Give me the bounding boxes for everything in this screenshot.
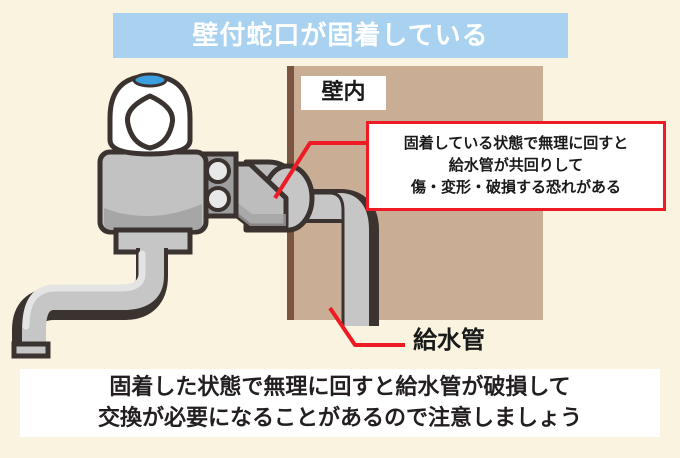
pipe-label-text: 給水管: [413, 326, 485, 354]
mounting-bolt-bottom: [205, 186, 231, 212]
faucet-body-shade: [104, 204, 202, 230]
faucet-handle-inner-teardrop: [124, 93, 176, 151]
wall-label-box: 壁内: [301, 76, 386, 110]
caption-line-1: 固着した状態で無理に回すと給水管が破損して: [109, 374, 571, 400]
spout-tip-ring: [11, 341, 51, 359]
mounting-bolt-top: [205, 158, 231, 184]
warning-callout-box: 固着している状態で無理に回すと 給水管が共回りして 傷・変形・破損する恐れがある: [366, 121, 666, 211]
caption-box: 固着した状態で無理に回すと給水管が破損して 交換が必要になることがあるので注意し…: [20, 369, 660, 437]
title-banner: 壁付蛇口が固着している: [113, 13, 568, 58]
wall-label-text: 壁内: [321, 80, 366, 105]
callout-line-2: 給水管が共回りして: [448, 156, 584, 175]
page-title: 壁付蛇口が固着している: [192, 20, 489, 51]
faucet-illustration: [11, 66, 543, 359]
callout-leader-line: [273, 141, 366, 200]
spout-fill: [22, 248, 164, 350]
pipe-label-leader-line: [328, 306, 405, 347]
callout-line-3: 傷・変形・破損する恐れがある: [410, 177, 621, 196]
callout-line-1: 固着している状態で無理に回すと: [403, 134, 629, 153]
faucet-handle-group: [107, 72, 193, 157]
spout-highlight: [22, 250, 146, 330]
spout-group: [11, 248, 168, 359]
water-supply-pipe-inner-line: [285, 191, 345, 326]
faucet-arm-shadow: [214, 186, 286, 226]
caption-line-2: 交換が必要になることがあるので注意しましょう: [97, 406, 582, 431]
water-supply-pipe-group: [285, 189, 379, 326]
water-supply-pipe-fill: [285, 193, 369, 326]
faucet-cap-icon: [132, 72, 168, 88]
